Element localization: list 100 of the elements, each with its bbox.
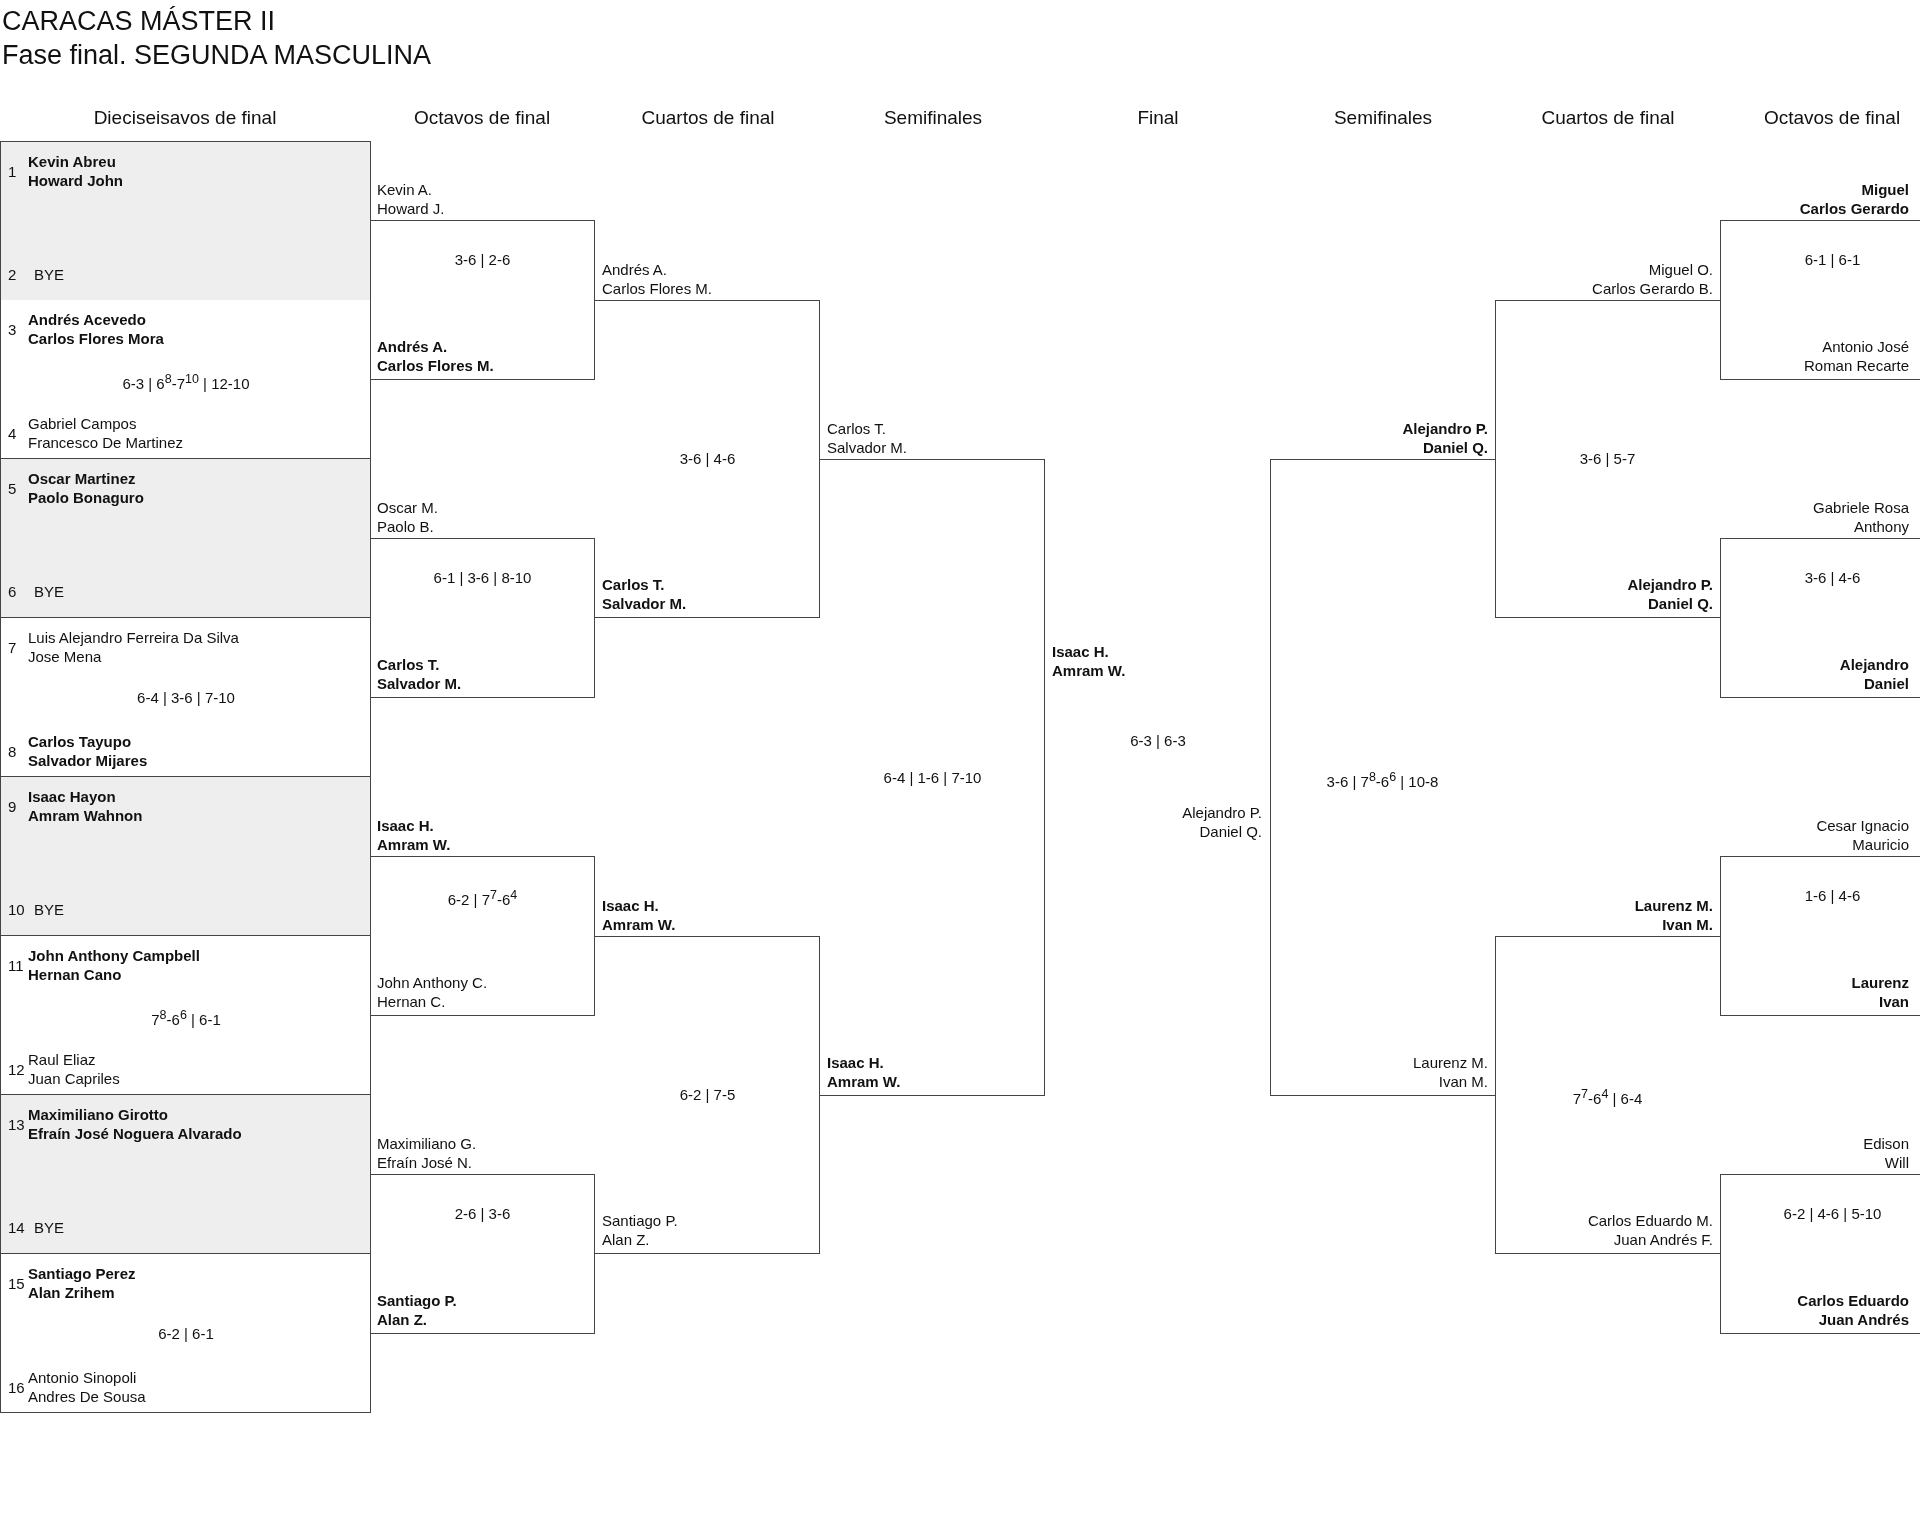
round-heading: Semifinales [883, 107, 983, 129]
seed-number: 15 [8, 1274, 25, 1293]
match-score: 6-3 | 6$^{8}$-7$^{10}$ | 12-10 [122, 371, 250, 393]
match-score: 3-6 | 2-6 [454, 250, 511, 269]
player-name: Alejandro [1839, 655, 1909, 674]
player-name: Carlos Gerardo B. [1592, 279, 1713, 298]
player-name: Laurenz M. [1634, 896, 1713, 915]
player-name: Jose Mena [28, 647, 102, 666]
match-box [0, 1254, 371, 1413]
match-box [0, 300, 371, 459]
seed-number: 5 [8, 479, 17, 498]
player-name: Laurenz M. [1412, 1053, 1488, 1072]
match-box [0, 459, 371, 618]
subtitle: Fase final. SEGUNDA MASCULINA [2, 40, 432, 71]
player-name: Daniel Q. [1199, 822, 1262, 841]
player-name: Francesco De Martinez [28, 433, 184, 452]
player-name: Salvador M. [602, 594, 687, 613]
player-name: Daniel Q. [1647, 594, 1713, 613]
player-name: Santiago Perez [28, 1264, 136, 1283]
player-name: Ivan M. [1662, 915, 1713, 934]
match-score: 6-4 | 3-6 | 7-10 [137, 688, 235, 707]
player-name: Amram Wahnon [28, 806, 143, 825]
player-name: Paolo Bonaguro [28, 488, 144, 507]
player-name: Mauricio [1852, 835, 1909, 854]
seed-number: 11 [8, 956, 24, 975]
player-name: Kevin A. [377, 180, 433, 199]
player-name: Alejandro P. [1627, 575, 1713, 594]
match-score: 1-6 | 4-6 [1804, 886, 1861, 905]
match-score: 7$^{7}$-6$^{4}$ | 6-4 [1572, 1086, 1643, 1108]
match-box [0, 936, 371, 1095]
seed-number: 8 [8, 742, 17, 761]
player-name: Efraín José Noguera Alvarado [28, 1124, 242, 1143]
player-name: Alejandro P. [1182, 803, 1262, 822]
player-name: Paolo B. [377, 517, 434, 536]
player-name: Amram W. [827, 1072, 901, 1091]
player-name: Kevin Abreu [28, 152, 116, 171]
player-name: Isaac Hayon [28, 787, 116, 806]
round-heading: Octavos de final [1763, 107, 1901, 129]
player-name: Anthony [1853, 517, 1909, 536]
player-name: Efraín José N. [377, 1153, 473, 1172]
match-box [0, 618, 371, 777]
player-name: Oscar M. [377, 498, 438, 517]
bye-label: BYE [34, 265, 64, 284]
player-name: Luis Alejandro Ferreira Da Silva [28, 628, 239, 647]
player-name: Raul Eliaz [28, 1050, 96, 1069]
player-name: Amram W. [602, 915, 676, 934]
player-name: John Anthony C. [377, 973, 488, 992]
player-name: Isaac H. [1052, 642, 1109, 661]
match-score: 7$^{8}$-6$^{6}$ | 6-1 [151, 1007, 221, 1029]
player-name: Carlos T. [377, 655, 440, 674]
seed-number: 6 [8, 582, 17, 601]
match-score: 6-3 | 6-3 [1130, 731, 1186, 750]
round-heading: Final [1137, 107, 1179, 129]
seed-number: 4 [8, 424, 17, 443]
match-score: 3-6 | 4-6 [679, 449, 736, 468]
player-name: Salvador Mijares [28, 751, 148, 770]
player-name: Ivan [1879, 992, 1909, 1011]
match-score: 3-6 | 5-7 [1579, 449, 1636, 468]
player-name: Oscar Martinez [28, 469, 136, 488]
bye-label: BYE [34, 582, 64, 601]
player-name: Gabriel Campos [28, 414, 137, 433]
seed-number: 14 [8, 1218, 25, 1237]
player-name: Carlos T. [827, 419, 886, 438]
player-name: Alan Zrihem [28, 1283, 115, 1302]
player-name: Will [1884, 1153, 1909, 1172]
match-score: 6-1 | 6-1 [1804, 250, 1861, 269]
bye-label: BYE [34, 900, 64, 919]
player-name: Amram W. [377, 835, 451, 854]
seed-number: 13 [8, 1115, 25, 1134]
player-name: Roman Recarte [1803, 356, 1909, 375]
player-name: Edison [1863, 1134, 1909, 1153]
seed-number: 9 [8, 797, 17, 816]
player-name: Antonio Sinopoli [28, 1368, 137, 1387]
seed-number: 12 [8, 1060, 25, 1079]
player-name: Alan Z. [602, 1230, 650, 1249]
player-name: Carlos Tayupo [28, 732, 132, 751]
player-name: John Anthony Campbell [28, 946, 200, 965]
player-name: Andres De Sousa [28, 1387, 146, 1406]
player-name: Carlos Flores M. [377, 356, 494, 375]
player-name: Carlos T. [602, 575, 665, 594]
match-score: 2-6 | 3-6 [454, 1204, 511, 1223]
player-name: Isaac H. [602, 896, 659, 915]
player-name: Antonio José [1822, 337, 1909, 356]
player-name: Maximiliano G. [377, 1134, 477, 1153]
player-name: Alejandro P. [1402, 419, 1488, 438]
match-score: 6-2 | 7-5 [679, 1085, 736, 1104]
match-box [0, 141, 371, 301]
player-name: Andrés A. [377, 337, 448, 356]
player-name: Miguel [1861, 180, 1909, 199]
player-name: Isaac H. [377, 816, 434, 835]
player-name: Andrés A. [602, 260, 668, 279]
round-heading: Octavos de final [413, 107, 551, 129]
player-name: Carlos Gerardo [1799, 199, 1909, 218]
round-heading: Cuartos de final [1541, 107, 1675, 129]
match-score: 6-2 | 4-6 | 5-10 [1783, 1204, 1882, 1223]
player-name: Daniel Q. [1422, 438, 1488, 457]
bye-label: BYE [34, 1218, 64, 1237]
round-heading: Dieciseisavos de final [93, 107, 277, 129]
player-name: Hernan C. [377, 992, 446, 1011]
match-score: 3-6 | 4-6 [1804, 568, 1861, 587]
